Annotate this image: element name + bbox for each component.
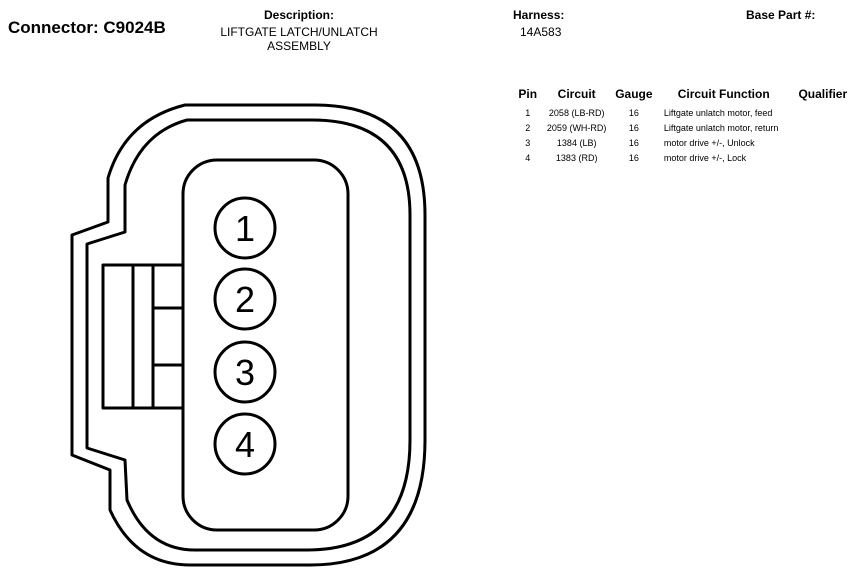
header-circuit-function: Circuit Function (677, 87, 770, 101)
description-block: Description: LIFTGATE LATCH/UNLATCH ASSE… (200, 8, 398, 53)
row-function: Liftgate unlatch motor, feed (663, 108, 773, 118)
pin-2-label: 2 (235, 279, 255, 320)
connector-title: Connector: C9024B (8, 18, 166, 37)
pin-2-circle (213, 267, 277, 331)
row-circuit: 1384 (LB) (556, 138, 597, 148)
row-pin: 4 (525, 153, 531, 163)
header-qualifier: Qualifier (798, 87, 848, 101)
table-row: 3 1384 (LB) 16 motor drive +/-, Unlock (512, 136, 856, 151)
row-gauge: 16 (628, 123, 639, 133)
row-circuit: 2058 (LB-RD) (548, 108, 605, 118)
table-row: 1 2058 (LB-RD) 16 Liftgate unlatch motor… (512, 106, 856, 121)
row-function: motor drive +/-, Lock (663, 153, 747, 163)
pin-3-label: 3 (235, 352, 255, 393)
pin-1-circle (213, 196, 277, 260)
pin-4-label: 4 (235, 424, 255, 465)
row-function: motor drive +/-, Unlock (663, 138, 755, 148)
harness-value: 14A583 (520, 25, 562, 39)
pin-table: Pin Circuit Gauge Circuit Function Quali… (512, 87, 856, 166)
table-row: 4 1383 (RD) 16 motor drive +/-, Lock (512, 151, 856, 166)
row-function: Liftgate unlatch motor, return (663, 123, 779, 133)
latch-block (101, 263, 185, 410)
row-circuit: 2059 (WH-RD) (546, 123, 607, 133)
pin-3-circle (213, 340, 277, 404)
table-row: 2 2059 (WH-RD) 16 Liftgate unlatch motor… (512, 121, 856, 136)
header-circuit: Circuit (557, 87, 596, 101)
description-value: LIFTGATE LATCH/UNLATCH ASSEMBLY (220, 25, 378, 53)
connector-outer-shell (70, 103, 427, 567)
row-pin: 1 (525, 108, 531, 118)
harness-label: Harness: (513, 8, 565, 22)
row-gauge: 16 (628, 138, 639, 148)
pin-1-label: 1 (235, 208, 255, 249)
row-gauge: 16 (628, 153, 639, 163)
description-label: Description: (263, 8, 334, 22)
connector-inner-shell (85, 118, 412, 552)
pin-table-header: Pin Circuit Gauge Circuit Function Quali… (512, 87, 856, 106)
row-pin: 2 (525, 123, 531, 133)
pin-4-circle (213, 412, 277, 476)
row-circuit: 1383 (RD) (555, 153, 598, 163)
row-gauge: 16 (628, 108, 639, 118)
header-pin: Pin (518, 87, 538, 101)
header-gauge: Gauge (615, 87, 653, 101)
row-pin: 3 (525, 138, 531, 148)
base-part-label: Base Part #: (746, 8, 816, 22)
